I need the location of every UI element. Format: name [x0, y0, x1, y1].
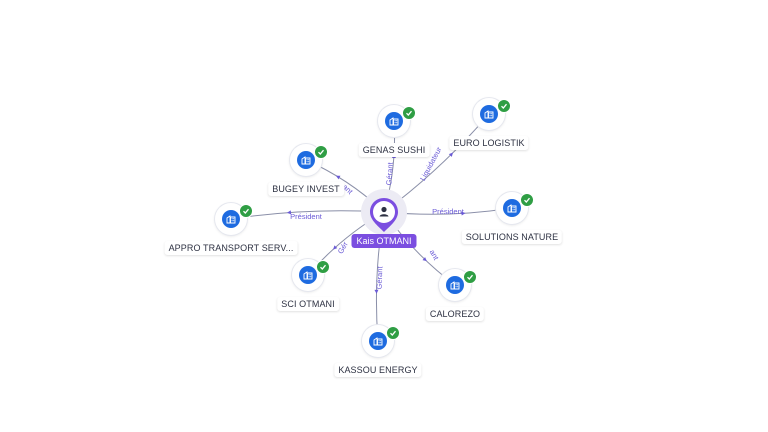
verified-check-icon [402, 106, 416, 120]
company-name-label[interactable]: KASSOU ENERGY [334, 363, 422, 377]
building-icon [503, 199, 521, 217]
building-icon [369, 332, 387, 350]
arrow-icon [335, 175, 341, 180]
building-icon [297, 151, 315, 169]
arrow-icon [422, 257, 427, 262]
building-icon [299, 266, 317, 284]
relation-label: ant [428, 248, 441, 262]
relation-label: Président [432, 207, 465, 216]
company-circle[interactable] [439, 269, 471, 301]
company-circle[interactable] [473, 98, 505, 130]
arrow-icon [461, 211, 466, 216]
relation-label: Gér [336, 240, 350, 256]
company-name-label[interactable]: EURO LOGISTIK [449, 136, 529, 150]
verified-check-icon [316, 260, 330, 274]
verified-check-icon [314, 145, 328, 159]
company-name-label[interactable]: CALOREZO [425, 307, 485, 321]
arrow-icon [333, 245, 338, 250]
company-name-label[interactable]: BUGEY INVEST [268, 182, 344, 196]
company-name-label[interactable]: SCI OTMANI [277, 297, 339, 311]
arrow-icon [374, 289, 379, 294]
company-name-label[interactable]: GENAS SUSHI [358, 143, 430, 157]
verified-check-icon [386, 326, 400, 340]
relation-label: Président [290, 212, 323, 221]
building-icon [480, 105, 498, 123]
building-icon [446, 276, 464, 294]
arrow-icon [448, 152, 454, 157]
person-icon[interactable] [368, 196, 400, 236]
relation-label: Gérant [375, 265, 385, 289]
company-name-label[interactable]: APPRO TRANSPORT SERV... [164, 241, 298, 255]
verified-check-icon [520, 193, 534, 207]
building-icon [385, 112, 403, 130]
verified-check-icon [463, 270, 477, 284]
arrow-icon [286, 210, 292, 215]
building-icon [222, 210, 240, 228]
person-name-label[interactable]: Kais OTMANI [351, 234, 417, 248]
company-name-label[interactable]: SOLUTIONS NATURE [461, 230, 563, 244]
verified-check-icon [497, 99, 511, 113]
relation-label: Gérant [384, 161, 395, 185]
verified-check-icon [239, 204, 253, 218]
